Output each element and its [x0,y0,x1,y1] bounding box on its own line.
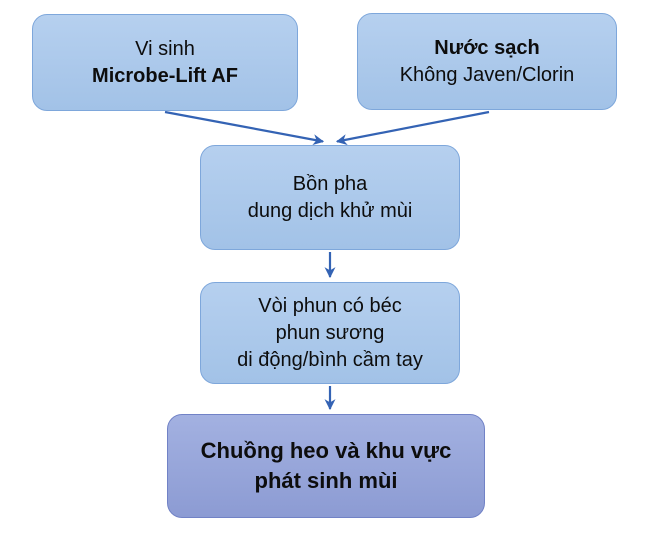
node-voi-phun: Vòi phun có béc phun sương di động/bình … [200,282,460,384]
node-text-line: Vòi phun có béc [258,294,402,317]
node-bon-pha: Bồn pha dung dịch khử mùi [200,145,460,250]
node-text-line: dung dịch khử mùi [247,199,413,222]
node-text-line: Microbe-Lift AF [92,64,238,87]
node-vi-sinh-microbe-lift-af: Vi sinh Microbe-Lift AF [32,14,298,111]
node-nuoc-sach: Nước sạch Không Javen/Clorin [357,13,617,110]
node-text-line: Nước sạch [434,36,540,59]
node-text-line: phát sinh mùi [254,468,398,493]
node-text-line: phun sương [275,321,385,344]
node-text-line: Không Javen/Clorin [399,63,575,86]
arrow-water-to-tank [335,110,490,146]
node-text-line: Vi sinh [135,37,195,60]
arrow-microbe-to-tank [164,110,325,146]
node-text-line: di động/bình cầm tay [237,348,423,371]
node-text-line: Bồn pha [292,172,368,195]
node-text-line: Chuồng heo và khu vực [200,438,452,463]
node-chuong-heo: Chuồng heo và khu vực phát sinh mùi [167,414,485,518]
